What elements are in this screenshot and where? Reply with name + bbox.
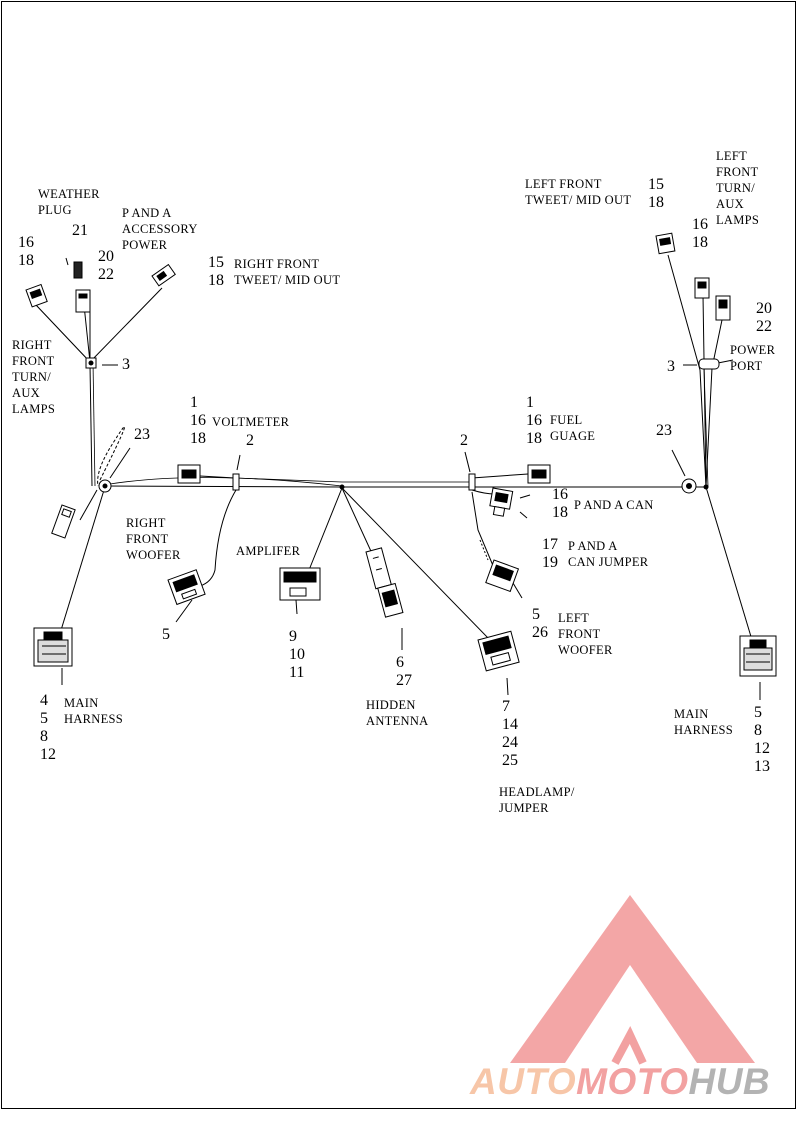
amplifier-label: AMPLIFER	[236, 544, 301, 558]
wire-to-lf-tweet	[667, 254, 707, 488]
amplifier-connector	[279, 567, 321, 601]
lf-turn-connector	[694, 277, 710, 299]
pa-can-label: P AND A CAN	[574, 498, 654, 512]
ground-loop-left	[97, 426, 126, 487]
ground-right	[681, 478, 697, 494]
page-border	[1, 1, 796, 1109]
wire-to-power-port	[705, 319, 723, 488]
lf-tweet-connector	[655, 232, 676, 255]
power-port-connector	[715, 295, 731, 321]
tie-right-number: 2	[460, 432, 468, 449]
watermark-logo-icon	[510, 895, 755, 1065]
clip-left-number: 3	[122, 356, 130, 373]
weather-plug-number: 21	[72, 222, 88, 239]
wire-to-amplifier	[304, 487, 343, 581]
lf-woofer-connector	[485, 559, 520, 593]
ground-left-number: 23	[134, 426, 150, 443]
voltmeter-label: VOLTMETER	[212, 415, 290, 429]
watermark-part-moto: MOTO	[576, 1061, 689, 1102]
ground-left	[98, 479, 112, 493]
wire-to-rf-woofer	[199, 489, 237, 587]
watermark-part-hub: HUB	[688, 1061, 771, 1102]
rf-woofer-connector	[167, 569, 206, 606]
rf-tweet-connector	[151, 263, 176, 287]
main-right-connector	[739, 635, 777, 677]
wire-to-antenna	[341, 487, 376, 561]
clip-left	[85, 357, 97, 369]
main-left-connector	[33, 627, 73, 667]
wire-to-left-plug	[79, 489, 98, 521]
antenna-connector	[365, 547, 404, 618]
wire-to-rf-tweet	[89, 287, 163, 363]
left-spine-wire	[89, 300, 93, 487]
wire-to-main-right	[705, 486, 753, 641]
clip-right	[698, 358, 720, 370]
voltmeter-connector	[177, 464, 201, 484]
headlamp-connector	[477, 630, 520, 672]
wire-to-headlamp	[341, 487, 491, 641]
headlamp-label: HEADLAMP/JUMPER	[499, 785, 575, 815]
rf-turn-connector	[25, 283, 48, 308]
wire-to-weather-plug	[83, 304, 91, 363]
pa-can-connector	[489, 487, 514, 517]
clip-right-number: 3	[667, 358, 675, 375]
watermark-part-auto: AUTO	[470, 1061, 577, 1102]
fuel-gauge-connector	[527, 464, 551, 484]
main-trunk-wire	[104, 485, 706, 488]
tie-right	[468, 473, 476, 491]
weather-plug-connector	[73, 261, 91, 313]
left-aux-plug	[51, 504, 76, 539]
ground-right-number: 23	[656, 422, 672, 439]
watermark-logo-text: AUTOMOTOHUB	[470, 1062, 770, 1102]
rf-woofer-number: 5	[162, 626, 170, 643]
wire-to-main-left	[57, 489, 105, 641]
wire-to-lf-woofer	[471, 491, 495, 569]
tie-left-number: 2	[246, 432, 254, 449]
tie-left	[232, 473, 240, 491]
